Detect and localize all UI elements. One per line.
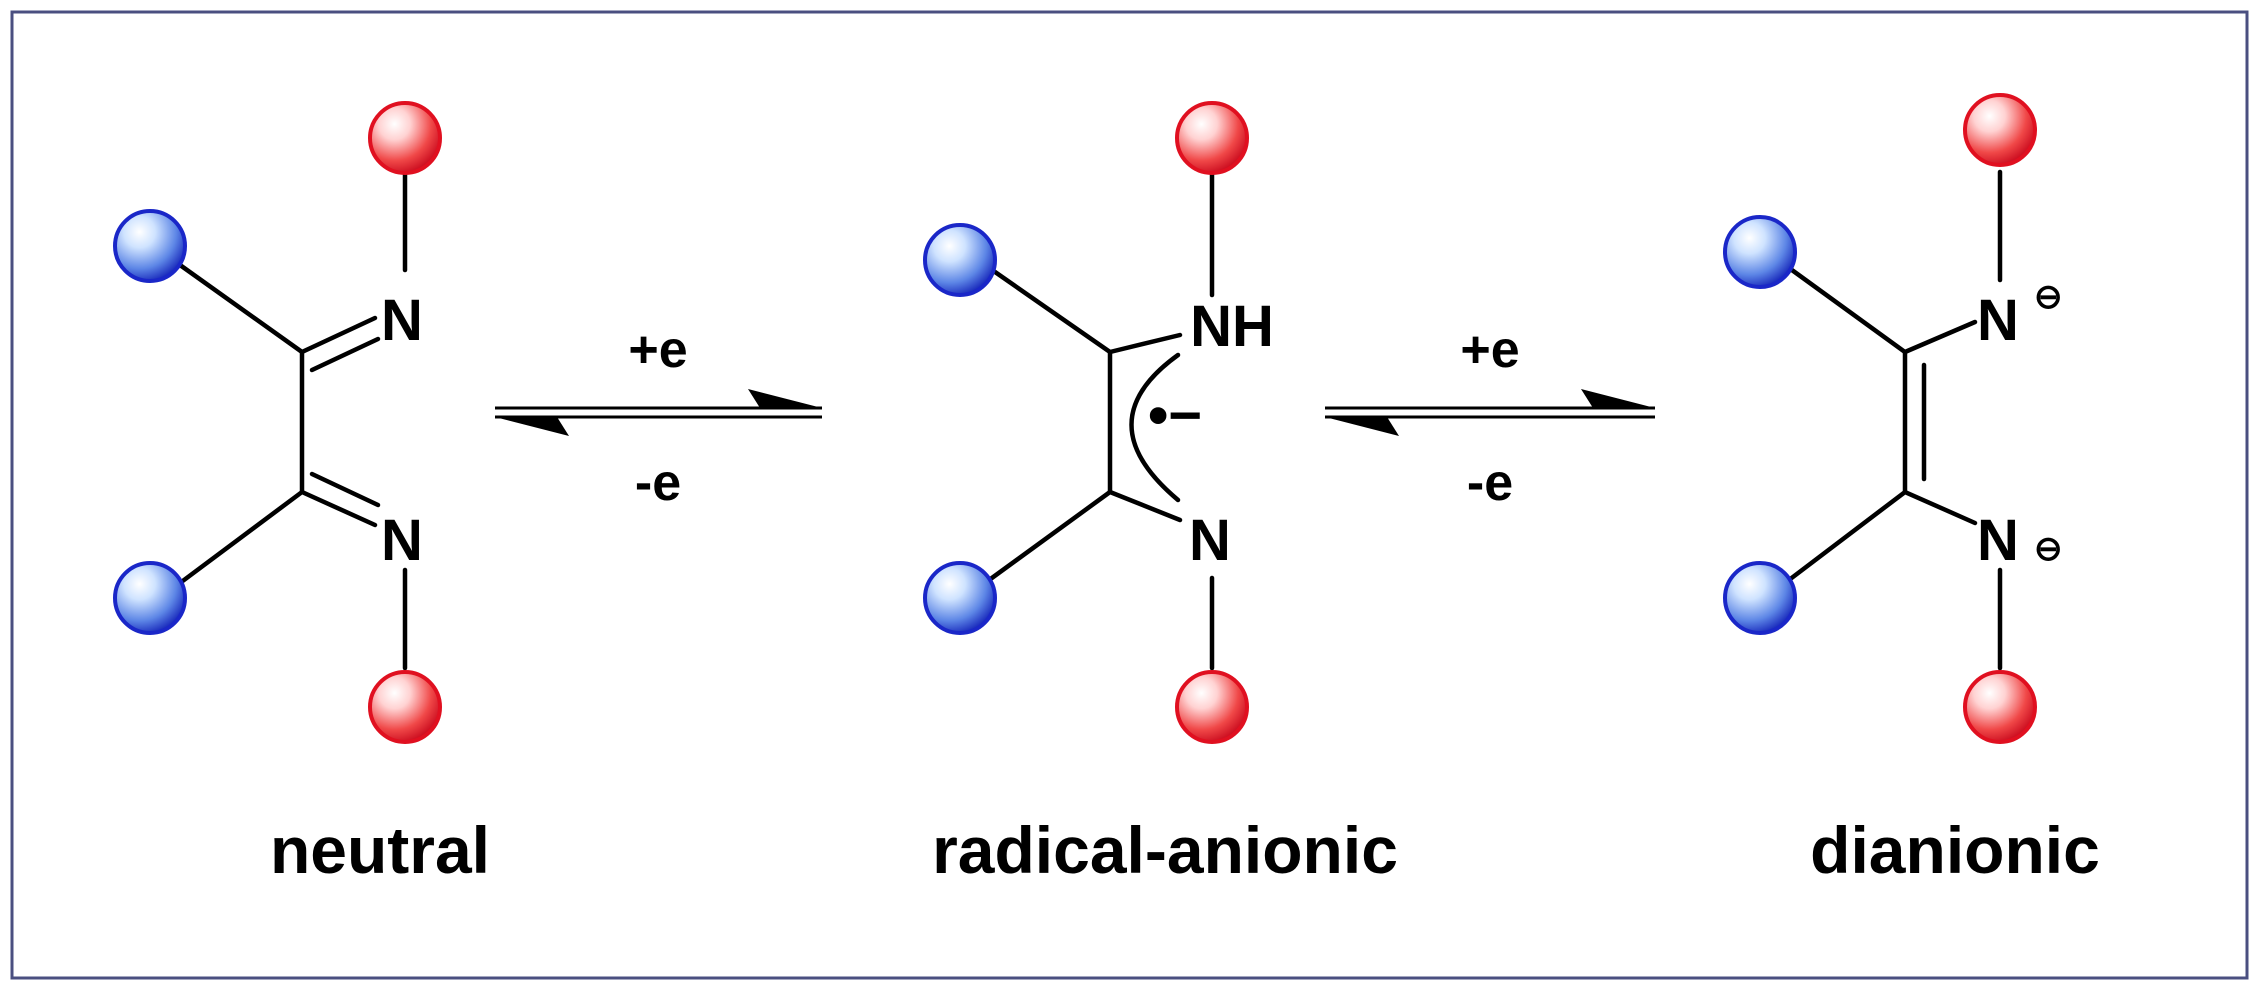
radical-anionic-label: radical-anionic <box>932 813 1398 887</box>
blue-substituent-sphere <box>1723 215 1797 289</box>
radical-anionic-n-atom: N <box>1189 508 1231 573</box>
neutral-top-n-atom: N <box>381 288 423 353</box>
blue-substituent-sphere <box>1723 561 1797 635</box>
neutral-label: neutral <box>270 813 490 887</box>
dianionic-structure: N N ⊖ ⊖ <box>1723 93 2063 744</box>
negative-charge-icon: ⊖ <box>2034 530 2063 568</box>
frame-border <box>10 10 2249 980</box>
dianionic-bottom-n-atom: N <box>1977 508 2019 573</box>
radical-anionic-structure: NH N •− <box>923 101 1274 744</box>
blue-substituent-sphere <box>923 561 997 635</box>
neutral-structure: N N <box>113 101 442 744</box>
equilibrium-arrow-1: +e -e <box>495 321 822 512</box>
arrow-2-reverse-label: -e <box>1467 454 1513 512</box>
blue-substituent-sphere <box>113 209 187 283</box>
negative-charge-icon: ⊖ <box>2034 278 2063 316</box>
neutral-bottom-n-atom: N <box>381 508 423 573</box>
red-substituent-sphere <box>1175 670 1249 744</box>
blue-substituent-sphere <box>923 223 997 297</box>
red-substituent-sphere <box>1175 101 1249 175</box>
arrow-1-forward-label: +e <box>628 321 687 379</box>
red-substituent-sphere <box>1963 93 2037 167</box>
blue-substituent-sphere <box>113 561 187 635</box>
red-substituent-sphere <box>1963 670 2037 744</box>
red-substituent-sphere <box>368 101 442 175</box>
arrow-1-reverse-label: -e <box>635 454 681 512</box>
radical-anionic-nh-atom: NH <box>1190 294 1274 359</box>
equilibrium-arrow-2: +e -e <box>1325 321 1655 512</box>
red-substituent-sphere <box>368 670 442 744</box>
dianionic-label: dianionic <box>1810 813 2100 887</box>
arrow-2-forward-label: +e <box>1460 321 1519 379</box>
radical-anion-charge: •− <box>1148 383 1202 448</box>
dianionic-top-n-atom: N <box>1977 288 2019 353</box>
